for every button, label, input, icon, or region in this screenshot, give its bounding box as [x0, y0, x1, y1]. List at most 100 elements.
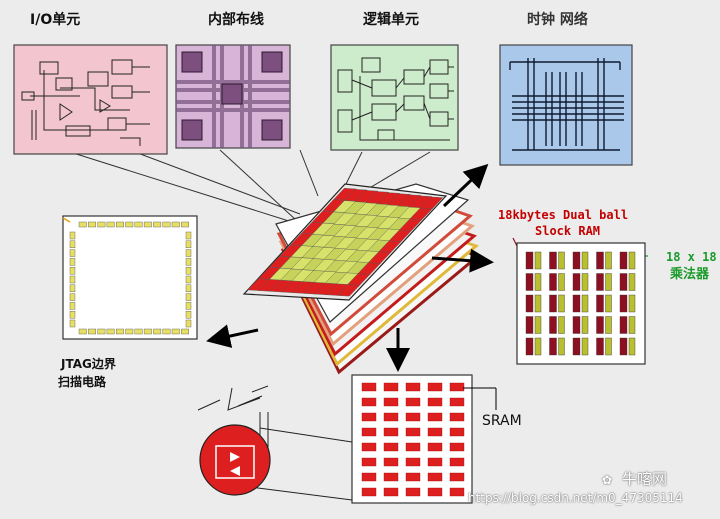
jtag-cell [88, 221, 97, 228]
multiplier-block [534, 316, 542, 334]
jtag-cell [78, 328, 87, 335]
sram-cell [427, 457, 443, 467]
sram-cell-circle [199, 424, 271, 496]
jtag-cell [171, 221, 180, 228]
sram-cell [383, 412, 399, 422]
jtag-cell [171, 328, 180, 335]
ram-block [549, 251, 557, 270]
ram-block [549, 316, 557, 334]
ram-block [572, 294, 581, 313]
io-unit-label: I/O单元 [30, 12, 81, 28]
sram-cell [427, 442, 443, 452]
jtag-cell [185, 275, 192, 284]
chip-cell [343, 189, 368, 202]
ram-block [619, 273, 628, 291]
ram-block [596, 251, 604, 270]
ram-label-line1: 18kbytes Dual ball [498, 208, 629, 222]
sram-cell [427, 472, 443, 482]
jtag-label-line2: 扫描电路 [58, 375, 107, 389]
multiplier-block [534, 337, 542, 356]
multiplier-block [534, 294, 542, 313]
multiplier-block [605, 251, 612, 270]
sram-cell [383, 472, 399, 482]
chip-cell [408, 195, 433, 208]
sram-label: SRAM [482, 413, 522, 429]
sram-cell [449, 472, 465, 482]
multiplier-block [605, 294, 612, 313]
jtag-cell [106, 328, 115, 335]
ram-multiplier-grid [525, 251, 636, 356]
jtag-cell [78, 221, 87, 228]
jtag-cell [69, 231, 76, 240]
jtag-cell [69, 293, 76, 301]
jtag-cell [162, 328, 171, 335]
sram-cell [449, 397, 465, 407]
jtag-cell [153, 328, 162, 335]
multiplier-block [558, 316, 565, 334]
ram-block [525, 251, 534, 270]
sram-cell [427, 382, 443, 392]
chip-cell [365, 191, 390, 204]
jtag-cell [185, 293, 192, 301]
sram-cell [427, 412, 443, 422]
jtag-cell [69, 249, 76, 257]
ram-block [596, 316, 604, 334]
multiplier-block [628, 251, 636, 270]
multiplier-block [558, 294, 565, 313]
sram-cell [427, 487, 443, 497]
sram-cell [449, 487, 465, 497]
sram-cell [383, 397, 399, 407]
ram-block [525, 316, 534, 334]
wechat-icon: ✿ [602, 473, 613, 487]
jtag-cell [181, 328, 190, 335]
jtag-cell [153, 221, 162, 228]
sram-cell [361, 472, 377, 482]
chip-cell [419, 196, 444, 210]
sram-panel [351, 374, 497, 504]
multiplier-block [628, 294, 636, 313]
ram-block [549, 337, 557, 356]
sram-cell [427, 397, 443, 407]
jtag-cell [69, 275, 76, 284]
ram-block [619, 337, 628, 356]
multiplier-block [558, 251, 565, 270]
jtag-label-line1: JTAG边界 [61, 357, 116, 371]
multiplier-block [581, 337, 589, 356]
ram-multiplier-panel [516, 242, 646, 365]
jtag-cell [115, 328, 124, 335]
sram-cell [383, 457, 399, 467]
jtag-cell [69, 302, 76, 310]
multiplier-block [628, 316, 636, 334]
jtag-cell [134, 328, 143, 335]
multiplier-block [628, 337, 636, 356]
ram-block [572, 316, 581, 334]
chip-cell [354, 190, 379, 203]
ram-block [525, 273, 534, 291]
ram-block [572, 273, 581, 291]
jtag-cell [185, 249, 192, 257]
jtag-cell [88, 328, 97, 335]
connector-lines [69, 149, 431, 223]
ram-block [619, 316, 628, 334]
multiplier-block [605, 273, 612, 291]
jtag-cell [185, 319, 192, 328]
sram-cell [449, 457, 465, 467]
sram-cell-grid [361, 382, 465, 497]
multiplier-block [534, 273, 542, 291]
chip-cell [387, 193, 411, 206]
logic-unit-label: 逻辑单元 [363, 12, 419, 28]
jtag-boundary-panel [62, 215, 198, 340]
sram-cell [383, 382, 399, 392]
multiplier-block [558, 273, 565, 291]
ram-block [525, 294, 534, 313]
jtag-input-mark [62, 217, 71, 223]
watermark-url: https://blog.csdn.net/m0_47305114 [468, 491, 683, 505]
multiplier-block [628, 273, 636, 291]
watermark-brand: 牛喀网 [622, 470, 668, 488]
sram-cell [405, 457, 421, 467]
chip-cell [397, 194, 422, 207]
jtag-cell [69, 267, 76, 275]
sram-cell [405, 487, 421, 497]
